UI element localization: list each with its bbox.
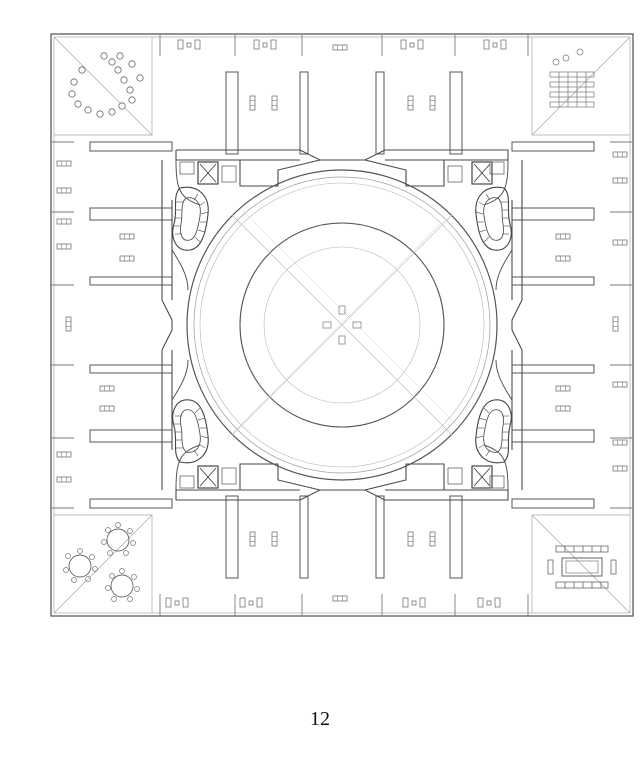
core-small-rooms: [179, 161, 505, 489]
inner-furniture: [99, 95, 571, 547]
round-table-seating: [68, 52, 144, 118]
perimeter-grid-ticks: [51, 34, 633, 616]
plan-outer-wall: [50, 33, 634, 617]
core-walls: [161, 149, 523, 501]
floor-plan-drawing: [50, 33, 634, 617]
page-number: 12: [310, 708, 330, 730]
core-curves: [171, 159, 513, 491]
conference-table: [547, 545, 617, 589]
corner-diagonals: [53, 36, 631, 614]
central-rotunda: [186, 169, 498, 481]
lecture-seating: [549, 48, 595, 108]
elevators: [197, 161, 493, 489]
round-tables: [63, 522, 140, 602]
